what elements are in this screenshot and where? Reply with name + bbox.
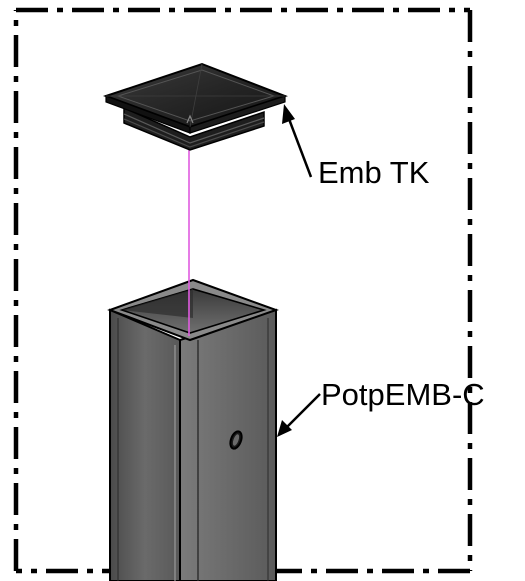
cap-diagonal-2: [189, 63, 203, 128]
cap-rib-2: [123, 118, 265, 148]
cap-callout: Emb TK: [282, 104, 430, 190]
post-mounting-hole-rim: [232, 434, 240, 446]
cap-leader-arrowhead: [282, 104, 295, 124]
post-leader-line: [285, 393, 321, 429]
post-inner-wall: [122, 289, 193, 318]
cap-leader-line: [287, 118, 313, 178]
post-right-face: [179, 308, 277, 581]
cap-rib-1: [123, 113, 265, 144]
post-callout: PotpEMB-C: [277, 377, 485, 437]
cap-label: Emb TK: [318, 155, 430, 190]
cap-part: [102, 62, 288, 151]
post-leader-arrowhead: [277, 420, 292, 437]
cap-notch: [186, 114, 194, 124]
post-left-face: [109, 308, 181, 581]
post-part: [107, 278, 279, 581]
cap-flange-side-right: [189, 95, 286, 134]
post-label: PotpEMB-C: [321, 377, 485, 412]
